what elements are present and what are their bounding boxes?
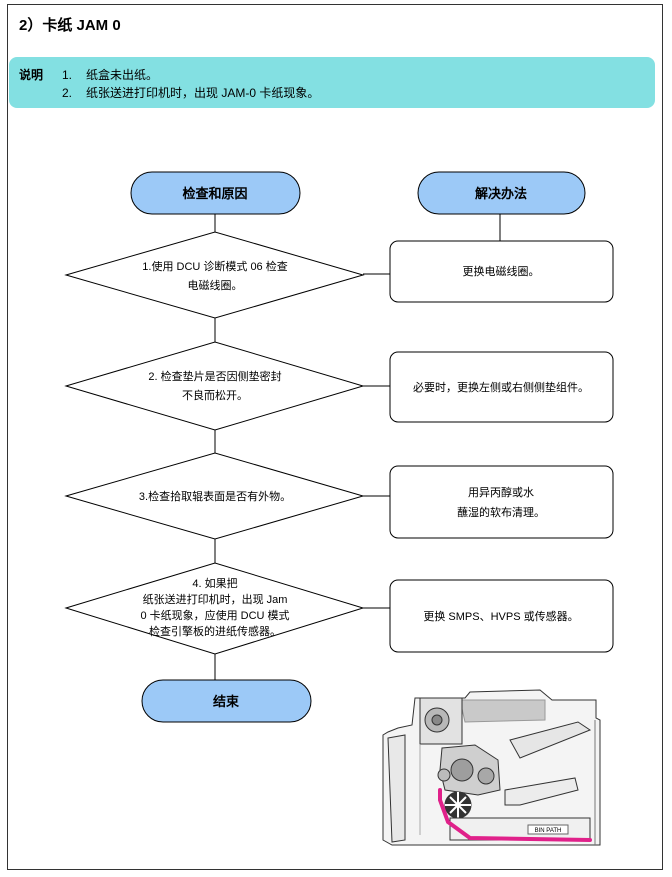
printer-illustration <box>382 689 601 846</box>
step-4-cause-line: 0 卡纸现象，应使用 DCU 模式 <box>140 608 289 622</box>
solution-header-label: 解决办法 <box>474 186 527 201</box>
duplex-guide <box>504 777 579 806</box>
step-3-solution-line: 蘸湿的软布清理。 <box>457 505 545 519</box>
step-3-solution-line: 用异丙醇或水 <box>468 485 534 499</box>
solution-box-2 <box>389 351 614 423</box>
step-4-cause-line: 检查引擎板的进纸传感器。 <box>149 624 281 638</box>
paper-path <box>438 788 592 842</box>
pickup-roller-spokes <box>445 792 471 818</box>
note-item-text: 纸盒未出纸。 <box>86 68 159 82</box>
step-1-cause-line: 电磁线圈。 <box>188 278 243 292</box>
output-tray <box>509 721 592 759</box>
bin-path-label-box <box>527 824 569 835</box>
top-cover-shadow <box>459 699 546 723</box>
solution-box-1 <box>389 240 614 303</box>
solution-box-4 <box>389 579 614 653</box>
step-1-solution-line: 更换电磁线圈。 <box>463 264 540 278</box>
step-4-cause-line: 纸张送进打印机时，出现 Jam <box>143 592 288 606</box>
laser-mirror-hub-icon <box>431 714 443 726</box>
decision-diamond-1 <box>64 231 365 319</box>
page-frame <box>7 4 663 870</box>
section-title: 2）卡纸 JAM 0 <box>19 17 121 34</box>
note-item: 1. 纸盒未出纸。 <box>62 66 158 83</box>
cause-header-pill <box>130 171 301 215</box>
step-4-cause-line: 4. 如果把 <box>192 576 237 590</box>
step-3-cause-line: 3.检查拾取辊表面是否有外物。 <box>139 489 291 503</box>
solution-header-pill <box>417 171 586 215</box>
bin-path-label: BIN PATH <box>535 828 562 834</box>
solution-box-3 <box>389 465 614 539</box>
note-item: 2. 纸张送进打印机时，出现 JAM-0 卡纸现象。 <box>62 84 319 101</box>
developer-roller-icon <box>477 767 495 785</box>
step-4-solution-line: 更换 SMPS、HVPS 或传感器。 <box>423 609 578 623</box>
note-box: 说明 1. 纸盒未出纸。 2. 纸张送进打印机时，出现 JAM-0 卡纸现象。 <box>9 57 655 108</box>
connectors <box>214 214 501 680</box>
step-2-solution-line: 必要时，更换左侧或右侧侧垫组件。 <box>413 380 589 394</box>
charge-roller-icon <box>437 768 451 782</box>
note-item-number: 1. <box>62 68 73 82</box>
note-item-number: 2. <box>62 86 73 100</box>
decision-diamond-3 <box>64 452 365 540</box>
decision-diamond-2 <box>64 341 365 431</box>
cause-header-label: 检查和原因 <box>182 186 247 201</box>
end-pill <box>141 679 312 723</box>
end-label: 结束 <box>213 694 240 709</box>
drum-roller-icon <box>450 758 474 782</box>
step-2-cause-line: 不良而松开。 <box>182 388 248 402</box>
note-label: 说明 <box>19 68 44 82</box>
step-1-cause-line: 1.使用 DCU 诊断模式 06 检查 <box>142 259 287 273</box>
side-door <box>387 734 406 843</box>
decision-diamond-4 <box>64 562 365 655</box>
note-item-text: 纸张送进打印机时，出现 JAM-0 卡纸现象。 <box>86 86 320 100</box>
step-2-cause-line: 2. 检查垫片是否因侧垫密封 <box>148 369 281 383</box>
